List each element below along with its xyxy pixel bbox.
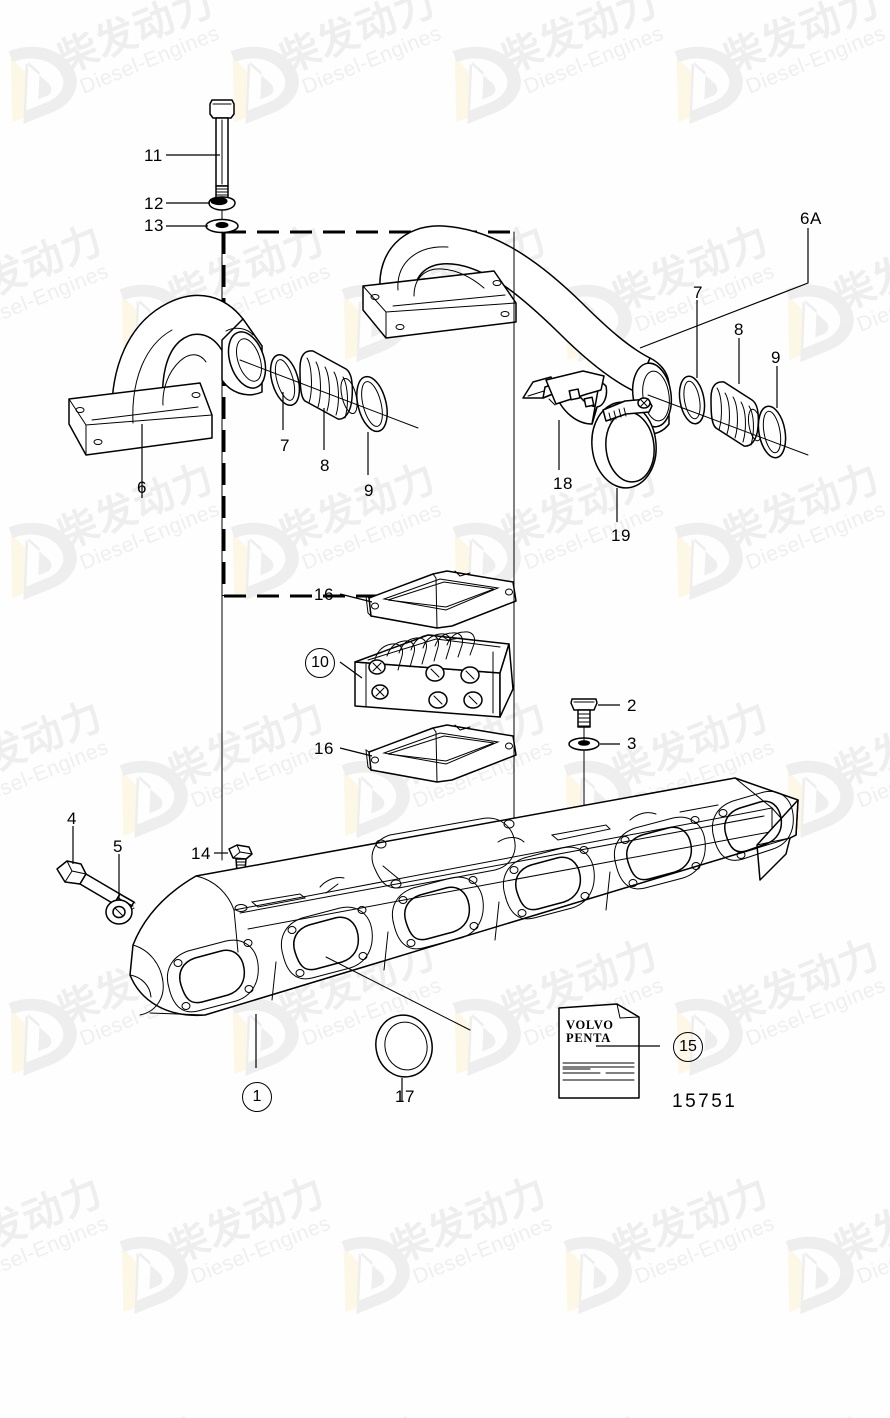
callout-10: 10 (305, 648, 335, 678)
axis-line-right-group (647, 394, 809, 456)
part-2-screw (570, 698, 598, 728)
brand-line-1: VOLVO (566, 1018, 614, 1032)
callout-12: 12 (144, 194, 164, 213)
o-ring-axis (325, 956, 471, 1031)
part-8-bellows-left (299, 350, 358, 420)
part-16-gasket-upper (365, 570, 517, 629)
part-11-through-bolt (209, 99, 235, 233)
part-6-inlet-elbow-left (68, 294, 267, 456)
callout-8L: 8 (320, 456, 330, 475)
brand-line-2: PENTA (566, 1031, 611, 1045)
manifold-port-1 (166, 939, 259, 1013)
part-13-flat-washer (205, 218, 239, 234)
callout-7R: 7 (693, 283, 703, 302)
leader-lines (72, 154, 809, 1102)
volvo-penta-brand: VOLVO PENTA (566, 1019, 614, 1045)
callout-6A: 6A (800, 209, 822, 228)
callout-15: 15 (673, 1032, 703, 1062)
part-18-support-bracket (522, 370, 608, 425)
part-16-gasket-lower (365, 724, 517, 783)
callout-5: 5 (113, 837, 123, 856)
part-15-decal (558, 1003, 640, 1099)
manifold-port-3 (391, 876, 484, 950)
callout-14: 14 (191, 844, 211, 863)
part-8-bellows-right (710, 381, 763, 447)
part-7-sealing-ring-right (678, 375, 706, 425)
callout-2: 2 (627, 696, 637, 715)
callout-9L: 9 (364, 481, 374, 500)
manifold-port-2 (280, 906, 373, 980)
callout-6: 6 (137, 478, 147, 497)
part-17-o-ring (325, 956, 471, 1078)
part-5-washer (105, 899, 133, 925)
part-19-hose-clamp (591, 397, 657, 489)
drawing-number: 15751 (672, 1091, 738, 1112)
part-12-lock-washer (208, 196, 236, 211)
callout-8R: 8 (734, 320, 744, 339)
part-1-inlet-manifold (129, 777, 799, 1017)
part-9-sealing-ring-right (757, 405, 787, 459)
callout-4: 4 (67, 809, 77, 828)
manifold-port-4 (502, 846, 595, 920)
callout-3: 3 (627, 734, 637, 753)
callout-17: 17 (395, 1087, 415, 1106)
callout-19: 19 (611, 526, 631, 545)
callout-18: 18 (553, 474, 573, 493)
part-10-inlet-air-heater (354, 631, 514, 718)
axis-line-left-group (239, 359, 419, 429)
callout-9R: 9 (771, 348, 781, 367)
callout-7L: 7 (280, 436, 290, 455)
part-9-sealing-ring-left (356, 375, 388, 433)
callout-11: 11 (144, 146, 163, 165)
callout-1: 1 (242, 1082, 272, 1112)
part-7-sealing-ring-left (269, 354, 301, 406)
callout-16T: 16 (314, 585, 334, 604)
callout-16B: 16 (314, 739, 334, 758)
callout-13: 13 (144, 216, 164, 235)
